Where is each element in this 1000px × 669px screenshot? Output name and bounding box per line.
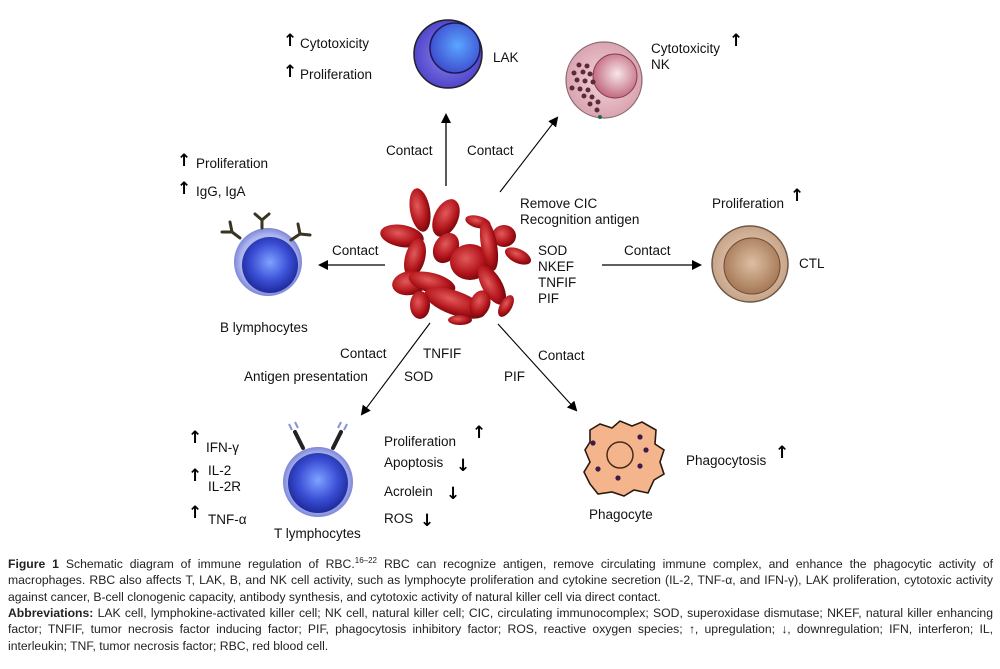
b-lymphocyte-image xyxy=(220,212,312,296)
up-arrow-icon: ↑ xyxy=(283,31,298,51)
rbc-factor-tnfif: TNFIF xyxy=(538,275,577,290)
t-effect-ros: ROS xyxy=(384,511,414,526)
arrow-to-phagocyte xyxy=(497,323,578,412)
up-arrow-icon: ↑ xyxy=(790,186,805,206)
abbreviations-paragraph: Abbreviations: LAK cell, lymphokine-acti… xyxy=(8,605,993,654)
arrow-label-nk-contact: Contact xyxy=(467,143,514,158)
figure-label: Figure 1 xyxy=(8,557,59,572)
rbc-cluster xyxy=(380,188,532,325)
up-arrow-icon: ↑ xyxy=(775,443,790,463)
caption-references: 16–22 xyxy=(354,556,377,565)
phagocyte-effect-phagocytosis: Phagocytosis xyxy=(686,453,767,468)
caption-text-post: RBC can recognize antigen, remove circul… xyxy=(8,557,993,604)
t-effect-proliferation: Proliferation xyxy=(384,434,457,449)
rbc-label-recognition-antigen: Recognition antigen xyxy=(520,212,640,227)
arrow-label-t-antigen-presentation: Antigen presentation xyxy=(244,369,368,384)
rbc-factor-nkef: NKEF xyxy=(538,259,575,274)
lak-cell-image xyxy=(413,19,483,89)
up-arrow-icon: ↑ xyxy=(188,466,203,486)
up-arrow-icon: ↑ xyxy=(188,503,203,523)
t-effect-ifn-gamma: IFN-γ xyxy=(206,440,239,455)
lak-effect-cytotoxicity: Cytotoxicity xyxy=(300,36,370,51)
down-arrow-icon: ↓ xyxy=(420,511,435,531)
t-effect-il-2: IL-2 xyxy=(208,463,232,478)
nk-effect-cytotoxicity: Cytotoxicity xyxy=(651,41,721,56)
nk-cell-name: NK xyxy=(651,57,670,72)
rbc-factor-pif: PIF xyxy=(538,291,560,306)
t-effect-apoptosis: Apoptosis xyxy=(384,455,444,470)
abbreviations-label: Abbreviations: xyxy=(8,605,94,620)
down-arrow-icon: ↓ xyxy=(456,456,471,476)
figure-caption: Figure 1 Schematic diagram of immune reg… xyxy=(8,553,993,654)
arrow-label-phagocyte-contact: Contact xyxy=(538,348,585,363)
up-arrow-icon: ↑ xyxy=(177,151,192,171)
lak-effect-proliferation: Proliferation xyxy=(300,67,373,82)
abbreviations-text: LAK cell, lymphokine-activated killer ce… xyxy=(8,605,993,653)
t-lymphocyte-image xyxy=(283,421,353,517)
rbc-factor-sod: SOD xyxy=(538,243,568,258)
up-arrow-icon: ↑ xyxy=(188,428,203,448)
phagocyte-name: Phagocyte xyxy=(589,507,653,522)
b-effect-igg-iga: IgG, IgA xyxy=(196,184,246,199)
nk-cell-image xyxy=(565,41,643,119)
caption-text-pre: Schematic diagram of immune regulation o… xyxy=(65,557,355,572)
up-arrow-icon: ↑ xyxy=(729,31,744,51)
arrow-to-t-lymphocytes xyxy=(360,322,431,416)
b-lymphocytes-name: B lymphocytes xyxy=(220,320,308,335)
up-arrow-icon: ↑ xyxy=(283,62,298,82)
down-arrow-icon: ↓ xyxy=(446,484,461,504)
arrow-label-t-tnfif: TNFIF xyxy=(423,346,462,361)
t-lymphocytes-name: T lymphocytes xyxy=(274,526,361,541)
arrow-label-t-contact: Contact xyxy=(340,346,387,361)
ctl-cell-image xyxy=(711,225,789,303)
up-arrow-icon: ↑ xyxy=(472,423,487,443)
up-arrow-icon: ↑ xyxy=(177,179,192,199)
lak-cell-name: LAK xyxy=(493,50,519,65)
caption-paragraph: Figure 1 Schematic diagram of immune reg… xyxy=(8,553,993,605)
diagram-graphics xyxy=(220,19,789,517)
immune-regulation-diagram: Remove CIC Recognition antigen SOD NKEF … xyxy=(177,19,825,541)
arrow-to-nk xyxy=(499,116,559,193)
ctl-cell-name: CTL xyxy=(799,256,825,271)
arrow-label-phagocyte-pif: PIF xyxy=(504,369,526,384)
ctl-effect-proliferation: Proliferation xyxy=(712,196,785,211)
arrow-label-t-sod: SOD xyxy=(404,369,434,384)
arrow-label-ctl-contact: Contact xyxy=(624,243,671,258)
t-effect-acrolein: Acrolein xyxy=(384,484,433,499)
rbc-label-remove-cic: Remove CIC xyxy=(520,196,598,211)
phagocyte-image xyxy=(583,420,665,497)
t-effect-il-2r: IL-2R xyxy=(208,479,242,494)
arrow-label-lak-contact: Contact xyxy=(386,143,433,158)
arrow-label-b-contact: Contact xyxy=(332,243,379,258)
t-effect-tnf-alpha: TNF-α xyxy=(208,512,247,527)
b-effect-proliferation: Proliferation xyxy=(196,156,269,171)
